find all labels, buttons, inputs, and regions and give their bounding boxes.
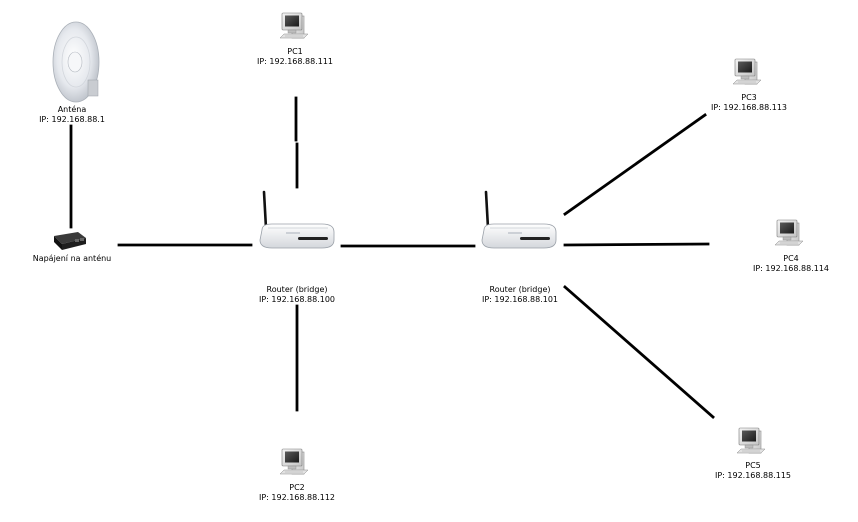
power-label: Napájení na anténu (12, 254, 132, 264)
antenna-label: Anténa IP: 192.168.88.1 (22, 105, 122, 124)
link-router2-pc4 (563, 242, 710, 247)
antenna-ip: IP: 192.168.88.1 (39, 114, 105, 124)
link-router2-pc5 (563, 285, 715, 419)
desktop-computer-icon (774, 219, 804, 246)
router1-name: Router (bridge) (266, 285, 328, 294)
link-router2-pc3 (563, 113, 707, 216)
pc1-label: PC1 IP: 192.168.88.111 (245, 47, 345, 66)
router2-ip: IP: 192.168.88.101 (481, 294, 559, 304)
router1-ip: IP: 192.168.88.100 (258, 294, 336, 304)
pc3-ip: IP: 192.168.88.113 (710, 102, 788, 112)
desktop-computer-icon (732, 58, 762, 85)
desktop-computer-icon (736, 427, 766, 454)
pc3-label: PC3 IP: 192.168.88.113 (699, 93, 799, 112)
wireless-router-icon (480, 190, 558, 250)
dish-antenna-icon (52, 21, 100, 103)
pc5-label: PC5 IP: 192.168.88.115 (703, 461, 803, 480)
router2-label: Router (bridge) IP: 192.168.88.101 (460, 285, 580, 304)
pc4-label: PC4 IP: 192.168.88.114 (741, 254, 841, 273)
pc1-name: PC1 (287, 47, 303, 56)
power-injector-icon (54, 232, 86, 250)
pc2-label: PC2 IP: 192.168.88.112 (247, 483, 347, 502)
pc4-name: PC4 (783, 254, 799, 263)
power-name: Napájení na anténu (32, 254, 112, 263)
pc1-ip: IP: 192.168.88.111 (256, 56, 334, 66)
pc5-ip: IP: 192.168.88.115 (714, 470, 792, 480)
pc5-name: PC5 (745, 461, 761, 470)
desktop-computer-icon (279, 12, 309, 39)
pc3-name: PC3 (741, 93, 757, 102)
router1-label: Router (bridge) IP: 192.168.88.100 (237, 285, 357, 304)
antenna-name: Anténa (57, 105, 87, 114)
wireless-router-icon (258, 190, 336, 250)
pc2-ip: IP: 192.168.88.112 (258, 492, 336, 502)
desktop-computer-icon (279, 448, 309, 475)
pc4-ip: IP: 192.168.88.114 (752, 263, 830, 273)
pc2-name: PC2 (289, 483, 305, 492)
router2-name: Router (bridge) (489, 285, 551, 294)
